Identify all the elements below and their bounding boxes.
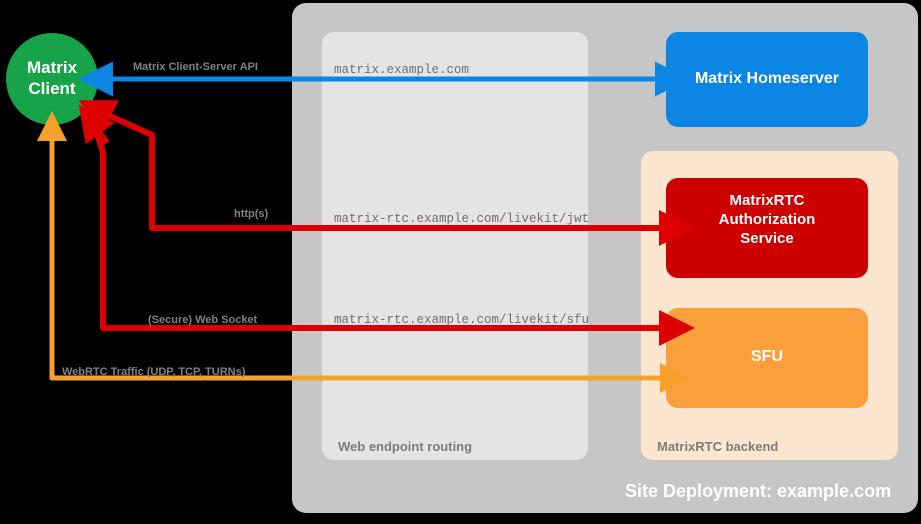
panel-label-web-endpoint-routing: Web endpoint routing [338, 439, 473, 454]
node-auth-service[interactable] [666, 178, 868, 278]
arrow-http-s [99, 109, 660, 231]
node-matrix-homeserver[interactable] [666, 32, 868, 127]
auth-service-label-line1: MatrixRTC [729, 192, 805, 209]
endpoint-livekit-jwt: matrix-rtc.example.com/livekit/jwt [334, 212, 590, 226]
arrow-webrtc-traffic [49, 132, 660, 381]
matrix-client-label-line1: Matrix [26, 58, 78, 77]
node-sfu-label: SFU [751, 348, 783, 365]
auth-service-label-line3: Service [740, 229, 794, 247]
panel-label-site-deployment: Site Deployment: example.com [625, 481, 892, 501]
panel-web-endpoint-routing [322, 32, 588, 460]
node-matrix-client[interactable] [6, 33, 98, 125]
node-matrix-homeserver-label: Matrix Homeserver [694, 70, 840, 87]
node-sfu[interactable] [666, 308, 868, 408]
node-auth-service-label: MatrixRTC Authorization Service [666, 192, 868, 248]
connection-label-matrix-client-server-api: Matrix Client-Server API [133, 61, 258, 73]
connection-label-secure-web-socket: (Secure) Web Socket [148, 314, 258, 326]
auth-service-label-line2: Authorization [718, 210, 816, 228]
endpoint-livekit-sfu: matrix-rtc.example.com/livekit/sfu [334, 313, 590, 327]
matrix-client-label-line2: Client [28, 79, 76, 99]
connection-label-http-s: http(s) [234, 208, 269, 220]
panel-label-matrixrtc-backend: MatrixRTC backend [657, 439, 779, 454]
arrow-secure-web-socket-head-client [78, 104, 115, 145]
endpoint-matrix-example-com: matrix.example.com [334, 63, 470, 77]
node-matrix-client-label: Matrix Client [7, 57, 97, 100]
arrow-http-s-head-client [78, 100, 120, 133]
connection-label-webrtc-traffic: WebRTC Traffic (UDP, TCP, TURNs) [62, 366, 246, 378]
